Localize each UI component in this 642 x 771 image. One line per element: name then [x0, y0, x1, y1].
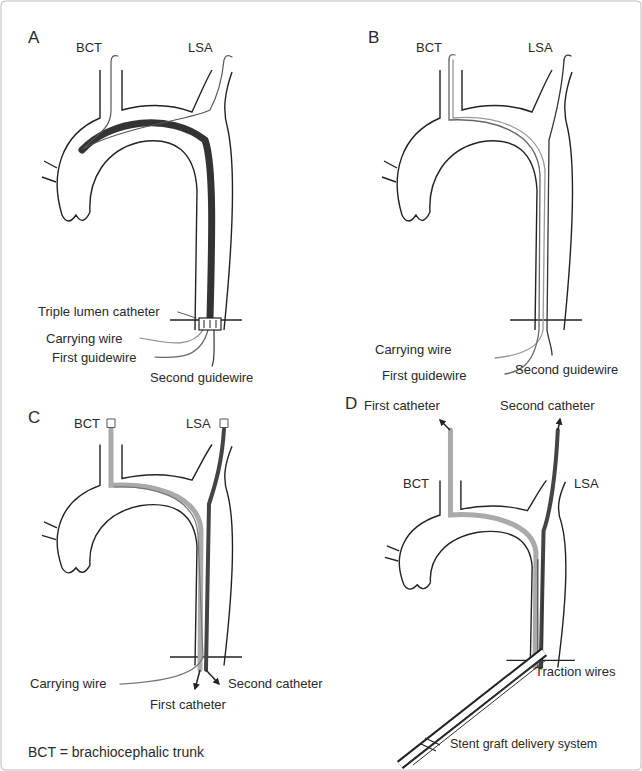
instrument-label: First guidewire	[382, 368, 467, 384]
aorta-panel	[385, 430, 575, 668]
vessel-label: LSA	[188, 40, 213, 56]
wire	[84, 56, 118, 148]
aorta-wall	[62, 565, 90, 573]
instrument-label: Stent graft delivery system	[450, 736, 597, 752]
pull-arrow	[440, 420, 450, 430]
aorta-wall	[404, 583, 431, 589]
aorta-wall	[430, 141, 537, 330]
panel-letter: C	[28, 410, 40, 426]
hub-lumen	[210, 320, 211, 328]
instrument-label: Carrying wire	[46, 331, 123, 347]
panel-letter: D	[345, 396, 357, 412]
aorta-wall	[382, 177, 396, 182]
aorta-wall	[461, 480, 547, 510]
aorta-wall	[122, 70, 212, 112]
aorta-wall	[42, 535, 56, 539]
vessel-label: LSA	[186, 416, 211, 432]
aorta-wall	[224, 72, 232, 330]
wire	[82, 123, 212, 318]
vessel-label: LSA	[574, 476, 599, 492]
wire	[206, 429, 224, 670]
instrument-label: Second guidewire	[515, 362, 618, 378]
vessel-label: BCT	[416, 40, 442, 56]
aorta-wall	[564, 72, 572, 330]
vessel-label: BCT	[74, 416, 100, 432]
aorta-wall	[399, 480, 440, 584]
instrument-label: Second catheter	[228, 676, 323, 692]
panel-letter: A	[28, 30, 39, 46]
pull-arrow	[558, 419, 560, 430]
wire	[450, 430, 536, 668]
panel-letter: B	[368, 30, 379, 46]
wire	[84, 56, 232, 148]
pull-arrow	[206, 670, 219, 684]
aorta-wall	[90, 141, 197, 330]
wire	[140, 330, 203, 343]
wire	[449, 60, 540, 374]
aorta-wall	[402, 212, 430, 221]
aorta-wall	[42, 177, 56, 182]
catheter-hub	[199, 318, 221, 330]
vessel-label: BCT	[76, 40, 102, 56]
aorta-wall	[90, 505, 197, 666]
aorta-wall	[44, 522, 57, 528]
aorta-wall	[384, 161, 397, 168]
wire	[453, 60, 545, 358]
wire	[212, 330, 214, 366]
aorta-wall	[462, 70, 552, 112]
instrument-label: Second catheter	[500, 398, 595, 414]
instrument-label: First catheter	[364, 398, 440, 414]
instrument-label: First guidewire	[52, 350, 137, 366]
aorta-wall	[510, 319, 582, 320]
wire	[178, 312, 196, 318]
aorta-wall	[385, 557, 398, 561]
wire	[155, 330, 208, 357]
wire	[114, 487, 203, 684]
aorta-panel	[42, 56, 242, 366]
aorta-wall	[387, 546, 399, 551]
wire	[111, 429, 201, 670]
instrument-label: Carrying wire	[375, 342, 452, 358]
aorta-wall	[397, 70, 440, 215]
instrument-label: Triple lumen catheter	[38, 304, 160, 320]
instrument-label: Second guidewire	[150, 370, 253, 386]
aorta-wall	[62, 212, 90, 221]
instrument-label: Traction wires	[535, 664, 615, 680]
instrument-label: First catheter	[150, 697, 226, 713]
aorta-wall	[44, 161, 57, 168]
wire	[449, 55, 455, 60]
vessel-label: BCT	[403, 476, 429, 492]
wire	[564, 55, 571, 60]
vessel-label: LSA	[528, 40, 553, 56]
aorta-wall	[558, 482, 566, 668]
wire	[547, 60, 564, 355]
hub-lumen	[216, 320, 217, 328]
aorta-wall	[224, 446, 232, 665]
instrument-label: Carrying wire	[30, 676, 107, 692]
pull-arrow	[195, 670, 200, 689]
aorta-wall	[122, 445, 212, 481]
aorta-panel	[382, 55, 582, 374]
aorta-panel	[42, 419, 242, 684]
footnote: BCT = brachiocephalic trunk	[28, 744, 204, 760]
hub-lumen	[204, 320, 205, 328]
catheter-tip	[220, 419, 228, 428]
wire	[541, 430, 558, 668]
aorta-wall	[57, 445, 100, 568]
break-mark	[421, 738, 440, 751]
aorta-wall	[430, 531, 532, 667]
catheter-tip	[107, 419, 115, 428]
